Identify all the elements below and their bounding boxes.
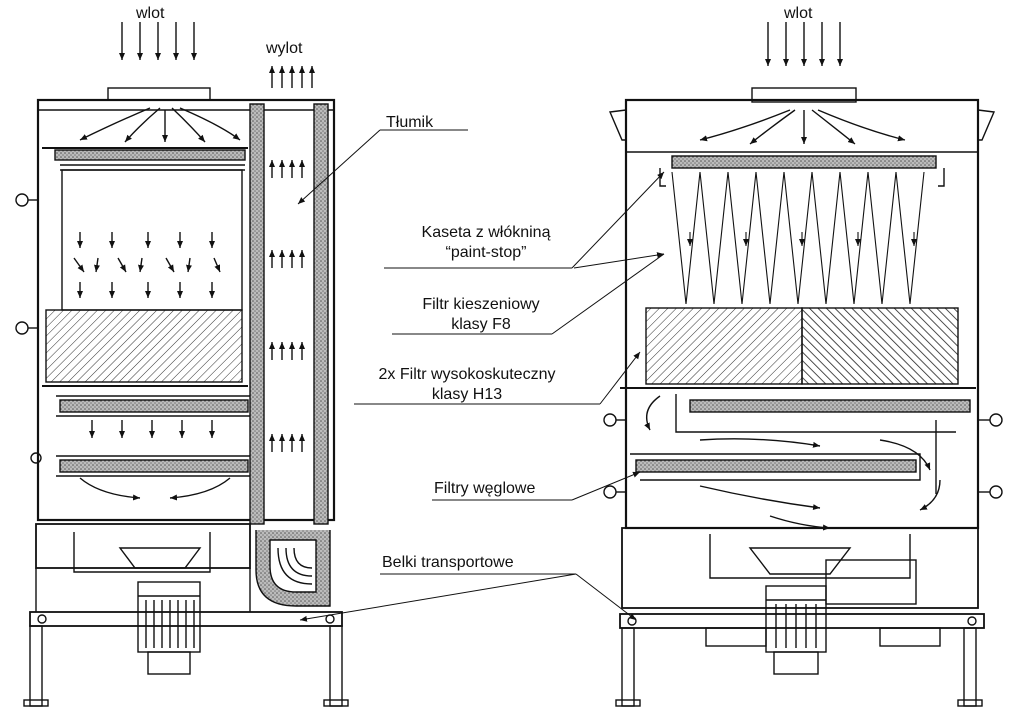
- callout-pocket-line1: Filtr kieszeniowy: [422, 296, 540, 313]
- left-unit: [15, 22, 349, 707]
- callout-pocket-line2: klasy F8: [451, 316, 511, 333]
- right-unit: [603, 22, 1003, 707]
- right-inlet-arrows: [765, 22, 843, 66]
- left-inlet-arrows: [119, 22, 197, 60]
- callout-cassette-line1: Kaseta z włókniną: [421, 224, 551, 241]
- left-hepa-arrows: [89, 420, 215, 438]
- callout-silencer: Tłumik: [386, 114, 434, 131]
- left-outlet-label: wylot: [266, 40, 303, 57]
- left-inlet-label: wlot: [136, 5, 165, 22]
- callout-leaders: [297, 129, 665, 622]
- callout-cassette-line2: “paint-stop”: [445, 244, 527, 261]
- right-inlet-label: wlot: [784, 5, 813, 22]
- left-chamber-arrows: [73, 232, 221, 298]
- callout-carbon: Filtry węglowe: [434, 480, 536, 497]
- right-pocket-bags: [671, 171, 925, 305]
- left-outlet-arrows: [269, 66, 315, 88]
- callout-hepa-line2: klasy H13: [431, 386, 503, 403]
- callout-beams: Belki transportowe: [382, 554, 514, 571]
- callout-hepa-line1: 2x Filtr wysokoskuteczny: [378, 366, 556, 383]
- left-duct-arrows: [269, 160, 305, 452]
